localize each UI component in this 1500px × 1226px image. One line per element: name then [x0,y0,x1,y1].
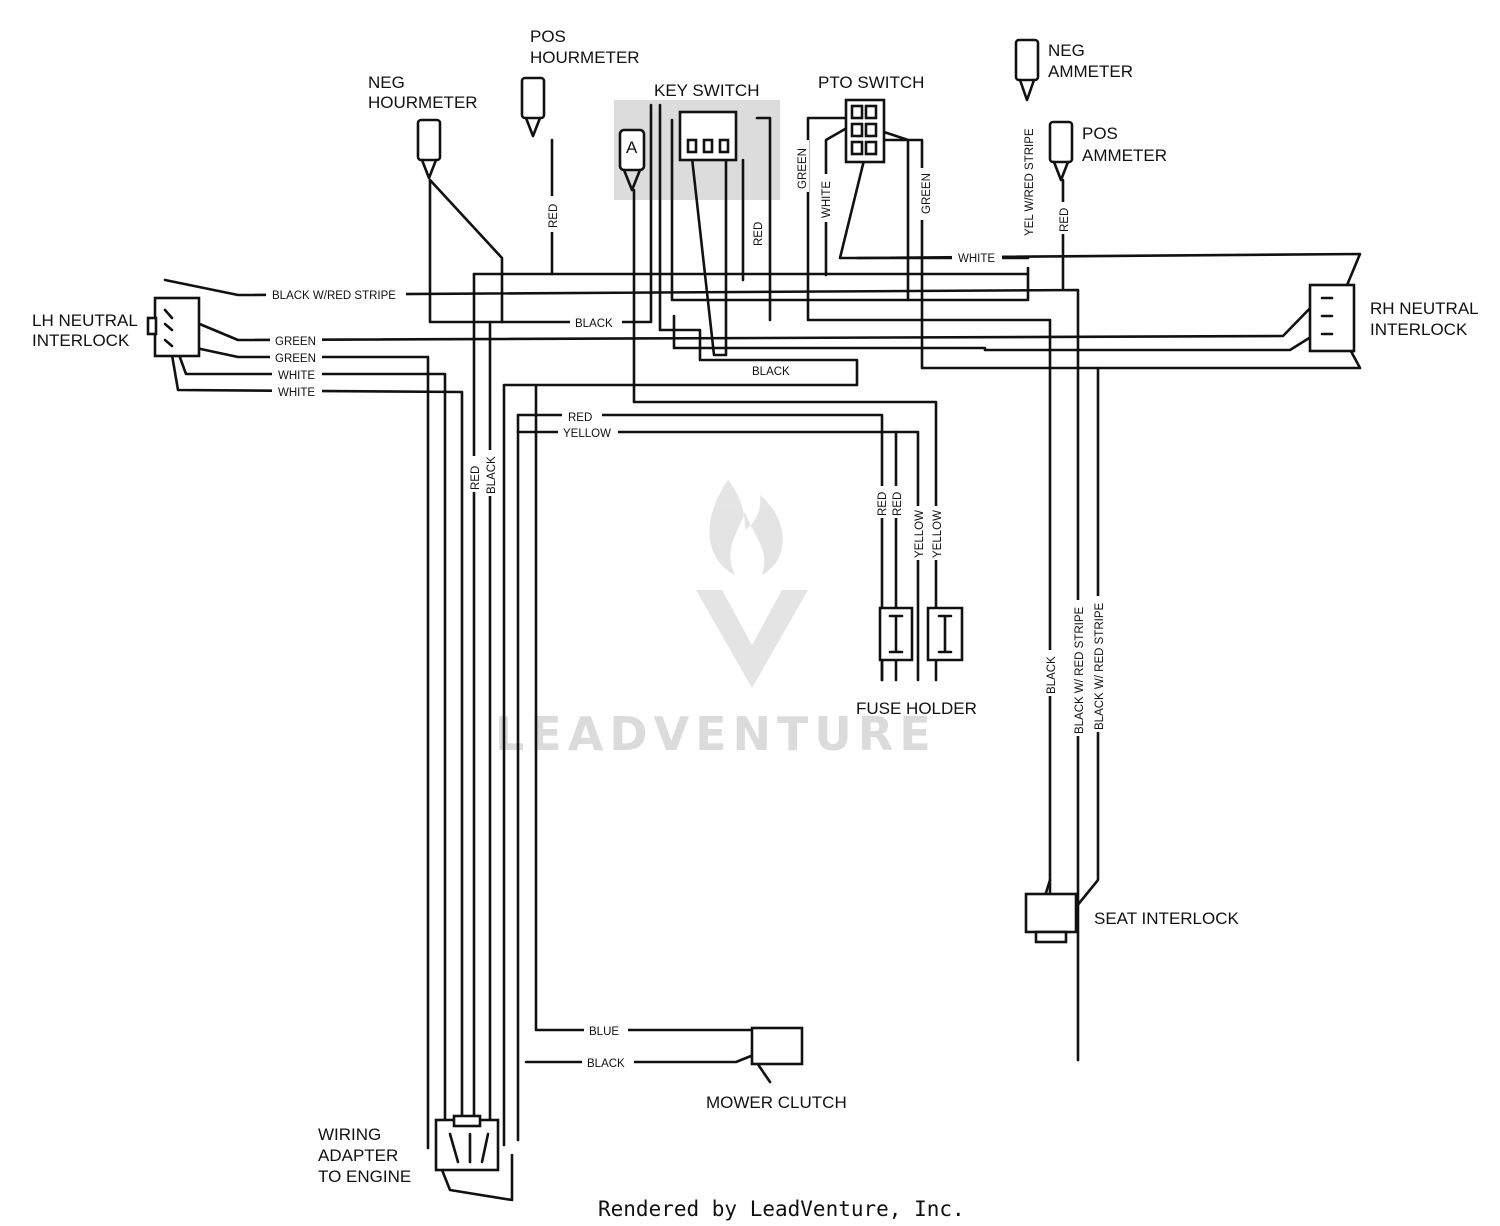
neg-ammeter [1014,38,1040,102]
pto-switch-label: PTO SWITCH [818,73,924,92]
wiring-adapter-label-2: ADAPTER [318,1146,398,1165]
wire-label-black-seat: BLACK [1046,656,1058,694]
wire-label-green-pto-right: GREEN [921,173,933,214]
footer-credit: Rendered by LeadVenture, Inc. [598,1197,965,1221]
wire-label-black-1: BLACK [575,318,613,330]
pos-ammeter [1048,120,1074,182]
rh-neutral-interlock-label-1: RH NEUTRAL [1370,299,1479,318]
wire-label-red-fuse-1: RED [877,492,889,516]
fuse-holder-left [878,606,914,682]
key-switch-terminal-a: A [618,128,646,192]
seat-interlock-label: SEAT INTERLOCK [1094,909,1240,928]
fuse-holder-label: FUSE HOLDER [856,699,977,718]
wire-label-green-1: GREEN [275,336,316,348]
svg-text:A: A [626,138,638,157]
wire-label-black-red-stripe-seat-1: BLACK W/ RED STRIPE [1074,607,1086,734]
wire-label-red-trunk: RED [470,466,482,490]
pos-ammeter-label-2: AMMETER [1082,146,1167,165]
wire-label-black-trunk: BLACK [486,456,498,494]
wire-label-yellow-h: YELLOW [563,428,611,440]
mower-clutch-label: MOWER CLUTCH [706,1093,847,1112]
neg-ammeter-label-2: AMMETER [1048,62,1133,81]
neg-hourmeter-label-2: HOURMETER [368,93,478,112]
fuse-holder-right [926,606,964,662]
wire-labels-horizontal: BLACK W/RED STRIPE GREEN GREEN WHITE WHI… [266,250,1002,1070]
rh-neutral-interlock-label-2: INTERLOCK [1370,320,1468,339]
key-switch-body [678,110,738,162]
wire-label-white-1: WHITE [278,370,315,382]
wire-label-black-red-stripe-seat-2: BLACK W/ RED STRIPE [1094,603,1106,730]
rh-neutral-interlock [1308,283,1356,353]
wire-label-black-red-stripe-lh: BLACK W/RED STRIPE [272,290,396,302]
wire-label-yellow-fuse-1: YELLOW [914,510,926,558]
lh-neutral-interlock-label-2: INTERLOCK [32,331,130,350]
wire-label-yel-red-stripe: YEL W/RED STRIPE [1024,128,1036,236]
lh-neutral-interlock [146,296,201,358]
wire-label-red-key: RED [753,222,765,246]
wiring-adapter [434,1114,500,1172]
pos-hourmeter-label-1: POS [530,27,566,46]
neg-hourmeter-label-1: NEG [368,73,405,92]
wire-label-red-ammeter: RED [1059,208,1071,232]
wire-label-green-2: GREEN [275,353,316,365]
key-switch-label: KEY SWITCH [654,81,759,100]
wire-label-red-fuse-2: RED [892,492,904,516]
wire-label-black-clutch: BLACK [587,1058,625,1070]
pos-hourmeter-label-2: HOURMETER [530,48,640,67]
pto-switch-body [844,98,886,164]
pos-hourmeter [520,76,546,138]
wiring-adapter-label-1: WIRING [318,1125,381,1144]
wire-label-white-2: WHITE [278,387,315,399]
wiring-adapter-label-3: TO ENGINE [318,1167,411,1186]
wire-label-green-pto-left: GREEN [797,148,809,189]
wire-label-yellow-fuse-2: YELLOW [932,510,944,558]
wire-label-blue: BLUE [589,1026,619,1038]
wire-label-white-top: WHITE [958,253,995,265]
watermark: LEADVENTURE [495,480,937,761]
watermark-text: LEADVENTURE [495,707,937,761]
seat-interlock [1024,892,1078,944]
wire-labels-vertical: RED RED GREEN WHITE GREEN YEL W/RED STRI… [467,118,1106,736]
wire-label-white-pto: WHITE [821,181,833,218]
wire-label-red-h: RED [568,412,592,424]
wire-label-red-pos-hourmeter: RED [548,204,560,228]
wire-label-black-2: BLACK [752,366,790,378]
neg-hourmeter [416,118,442,180]
pos-ammeter-label-1: POS [1082,124,1118,143]
mower-clutch [750,1026,804,1066]
neg-ammeter-label-1: NEG [1048,41,1085,60]
lh-neutral-interlock-label-1: LH NEUTRAL [32,311,138,330]
component-labels: NEG HOURMETER POS HOURMETER KEY SWITCH P… [32,27,1479,1186]
